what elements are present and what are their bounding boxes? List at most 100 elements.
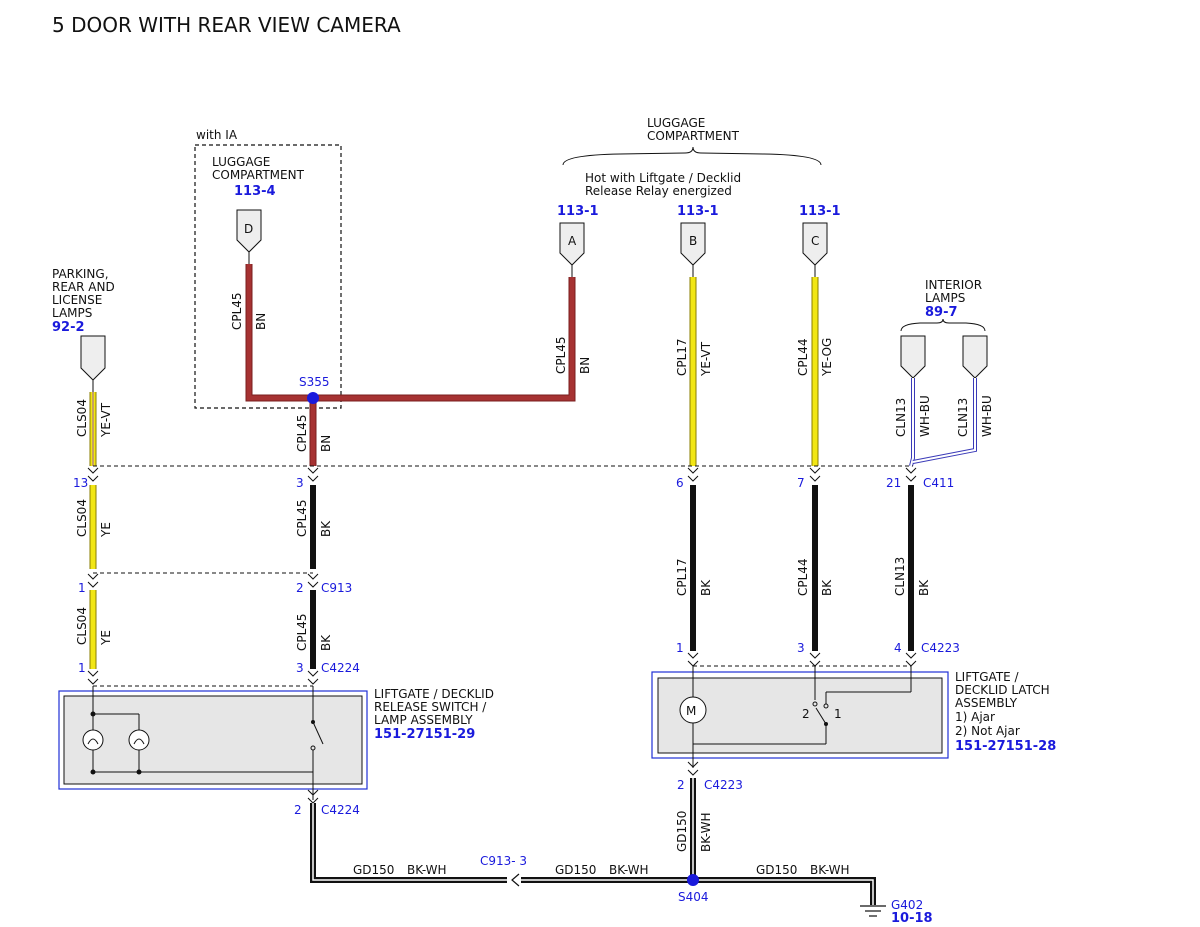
pin-1: 1 xyxy=(78,581,86,595)
wire-code: GD150 xyxy=(353,863,394,877)
luggage-top-line2: COMPARTMENT xyxy=(647,129,740,143)
pin-3: 3 xyxy=(797,641,805,655)
connector-c4223[interactable]: C4223 xyxy=(921,641,960,655)
wire-code: CPL45 xyxy=(230,292,244,330)
gd150-wire-left-stripe xyxy=(312,803,693,881)
switch-assy-l2: RELEASE SWITCH / xyxy=(374,700,487,714)
switch-assy-ref[interactable]: 151-27151-29 xyxy=(374,727,475,742)
interior-connector-2-icon xyxy=(962,335,988,379)
brace-icon xyxy=(900,318,986,332)
interior-ref[interactable]: 89-7 xyxy=(925,305,958,320)
junction-dot xyxy=(90,711,96,717)
connector-c-icon xyxy=(802,222,828,266)
pin-1: 1 xyxy=(676,641,684,655)
connector-a-pin: A xyxy=(568,234,577,248)
ground-ref[interactable]: 10-18 xyxy=(891,911,933,926)
luggage-top-line1: LUGGAGE xyxy=(647,116,705,130)
wire-code: CPL44 xyxy=(796,558,810,596)
latch-assy-l5: 2) Not Ajar xyxy=(955,724,1020,738)
pin-3: 3 xyxy=(296,661,304,675)
pin-2: 2 xyxy=(296,581,304,595)
with-ia-label: with IA xyxy=(196,128,238,142)
wire-color: BK-WH xyxy=(699,812,713,852)
ground-name: G402 xyxy=(891,898,923,912)
wire-code: CPL17 xyxy=(675,338,689,376)
pin-2: 2 xyxy=(294,803,302,817)
connector-d-pin: D xyxy=(244,222,253,236)
connector-c411[interactable]: C411 xyxy=(923,476,954,490)
wire-code: CPL44 xyxy=(796,338,810,376)
wire-color: YE-OG xyxy=(820,338,834,377)
splice-s404[interactable] xyxy=(687,874,699,886)
ref-a[interactable]: 113-1 xyxy=(557,204,599,219)
interior-connector-1-icon xyxy=(900,335,926,379)
wire-color: BK xyxy=(319,520,333,537)
wire-color: BK xyxy=(319,634,333,651)
gd150-wire-right xyxy=(693,877,876,905)
wire-color: YE xyxy=(99,630,113,646)
c4223-bottom-chevrons xyxy=(687,761,699,776)
splice-s355[interactable] xyxy=(307,392,319,404)
connector-b-icon xyxy=(680,222,706,266)
connector-c4224-bottom[interactable]: C4224 xyxy=(321,803,360,817)
luggage-left-ref[interactable]: 113-4 xyxy=(234,184,276,199)
gd150-wire-right-stripe xyxy=(693,879,874,905)
latch-contact-icon xyxy=(812,701,818,707)
latch-sw-2: 2 xyxy=(802,707,810,721)
latch-assy-l1: LIFTGATE / xyxy=(955,670,1020,684)
latch-assy-ref[interactable]: 151-27151-28 xyxy=(955,739,1056,754)
pin-2: 2 xyxy=(677,778,685,792)
motor-icon: M xyxy=(679,696,707,724)
wire-color: YE-VT xyxy=(99,402,113,438)
pin-6: 6 xyxy=(676,476,684,490)
wire-color: BN xyxy=(254,313,268,330)
ref-c[interactable]: 113-1 xyxy=(799,204,841,219)
c913-3-chevron-icon xyxy=(511,873,520,887)
latch-contact-icon xyxy=(823,703,829,709)
motor-label: M xyxy=(686,704,696,718)
wire-code: CPL45 xyxy=(295,414,309,452)
latch-assembly-outer[interactable] xyxy=(651,671,949,759)
wire-code: CLN13 xyxy=(894,398,908,437)
connector-c4224[interactable]: C4224 xyxy=(321,661,360,675)
switch-pivot-icon xyxy=(311,720,315,724)
with-ia-box xyxy=(194,144,342,409)
wire-color: WH-BU xyxy=(980,395,994,437)
parking-ref[interactable]: 92-2 xyxy=(52,320,85,335)
wire-code: CPL45 xyxy=(554,336,568,374)
parking-l3: LICENSE xyxy=(52,293,102,307)
c411-chevrons xyxy=(87,467,917,482)
switch-contact-icon xyxy=(310,745,316,751)
connector-b-pin: B xyxy=(689,234,697,248)
parking-l4: LAMPS xyxy=(52,306,92,320)
switch-assembly-outer[interactable] xyxy=(58,690,368,790)
wire-color: BN xyxy=(578,357,592,374)
cpl45-bn-wire-fill xyxy=(246,264,575,401)
pin-7: 7 xyxy=(797,476,805,490)
lamp-2-icon xyxy=(128,729,150,751)
cln13-wire-2-fill xyxy=(912,378,976,463)
latch-assy-l3: ASSEMBLY xyxy=(955,696,1018,710)
c913-3-gap xyxy=(507,873,521,887)
ground-icon xyxy=(860,905,886,917)
splice-s355-label: S355 xyxy=(299,375,330,389)
connector-a-icon xyxy=(559,222,585,266)
switch-assembly-inner xyxy=(63,695,363,785)
wire-code: CLN13 xyxy=(893,557,907,596)
wire-code: GD150 xyxy=(756,863,797,877)
pin-13: 13 xyxy=(73,476,88,490)
wire-code: CLS04 xyxy=(75,607,89,645)
connector-c913-3[interactable]: C913- 3 xyxy=(480,854,527,868)
connector-c913[interactable]: C913 xyxy=(321,581,352,595)
switch-assy-l3: LAMP ASSEMBLY xyxy=(374,713,473,727)
splice-s404-label: S404 xyxy=(678,890,709,904)
cpl45-bn-wire xyxy=(245,264,576,402)
brace-icon xyxy=(562,146,822,166)
latch-sw-1: 1 xyxy=(834,707,842,721)
ref-b[interactable]: 113-1 xyxy=(677,204,719,219)
wire-color: BK xyxy=(917,579,931,596)
connector-c-pin: C xyxy=(811,234,819,248)
wire-code: CPL45 xyxy=(295,613,309,651)
connector-c4223-bottom[interactable]: C4223 xyxy=(704,778,743,792)
